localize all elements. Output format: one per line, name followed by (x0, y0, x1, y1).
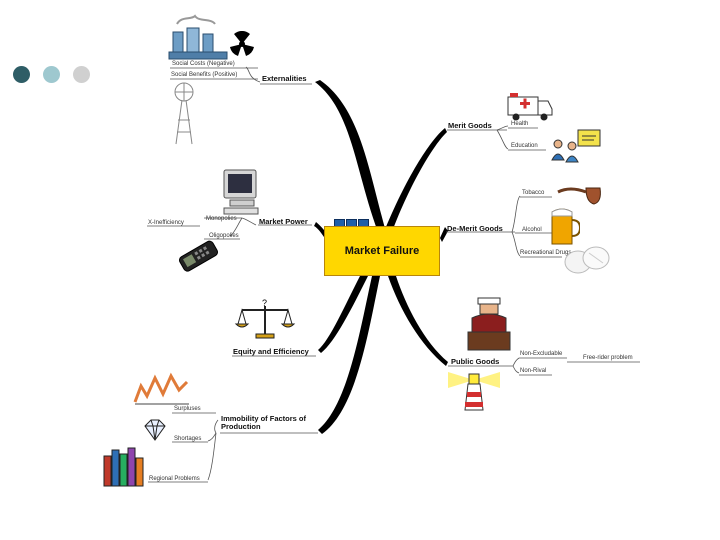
ambulance-icon (507, 93, 553, 121)
computer-icon (223, 169, 259, 215)
radiation-icon (230, 31, 254, 56)
branch-market-power[interactable]: Market Power (259, 217, 308, 226)
leaf-x-inefficiency: X-Inefficiency (148, 220, 184, 226)
link-immobility (318, 276, 380, 434)
leaf-education: Education (511, 143, 538, 149)
leaf-social-benefits: Social Benefits (Positive) (171, 72, 238, 78)
chart-icon (133, 372, 189, 405)
classroom-icon (551, 129, 601, 163)
svg-text:?: ? (262, 298, 267, 308)
mobile-phone-icon (179, 240, 218, 272)
leaf-non-excludable: Non-Excludable (520, 351, 563, 357)
books-icon (103, 447, 144, 487)
leaf-social-costs: Social Costs (Negative) (172, 61, 235, 67)
pills-icon (564, 246, 610, 274)
central-node-label: Market Failure (344, 245, 420, 257)
branch-merit[interactable]: Merit Goods (448, 121, 492, 130)
leaf-tobacco: Tobacco (522, 190, 545, 196)
leaf-free-rider: Free-rider problem (583, 355, 633, 361)
leaf-oligopolies: Oligopolies (209, 233, 239, 239)
leaf-alcohol: Alcohol (522, 227, 542, 233)
nav-dot-3 (73, 66, 90, 83)
leaf-recreational-drugs: Recreational Drugs (520, 250, 572, 256)
branch-immobility[interactable]: Immobility of Factors of Production (221, 414, 307, 432)
central-node[interactable]: Market Failure (324, 226, 440, 276)
branch-public[interactable]: Public Goods (451, 357, 500, 366)
lighthouse-icon (448, 372, 500, 411)
branch-demerit[interactable]: De-Merit Goods (447, 224, 503, 233)
branch-externalities[interactable]: Externalities (262, 74, 307, 83)
link-public (388, 276, 448, 366)
leaf-non-rival: Non-Rival (520, 368, 547, 374)
leaf-shortages: Shortages (174, 436, 202, 442)
beer-icon (551, 208, 580, 245)
leaf-monopolies: Monopolies (206, 216, 237, 222)
diamond-icon (144, 419, 166, 441)
factory-icon (168, 14, 228, 60)
pipe-icon (557, 187, 601, 205)
link-merit (384, 128, 447, 232)
nav-dot-1 (13, 66, 30, 83)
judge-icon (467, 297, 511, 351)
scales-icon: ? (234, 298, 296, 339)
leaf-regional-problems: Regional Problems (149, 476, 200, 482)
leaf-surpluses: Surpluses (174, 406, 201, 412)
link-externalities (315, 80, 386, 232)
link-equity (318, 276, 368, 353)
windmill-icon (174, 82, 194, 145)
branch-equity[interactable]: Equity and Efficiency (233, 347, 309, 356)
link-demerit (440, 227, 448, 242)
nav-dot-2 (43, 66, 60, 83)
leaf-health: Health (511, 121, 529, 127)
